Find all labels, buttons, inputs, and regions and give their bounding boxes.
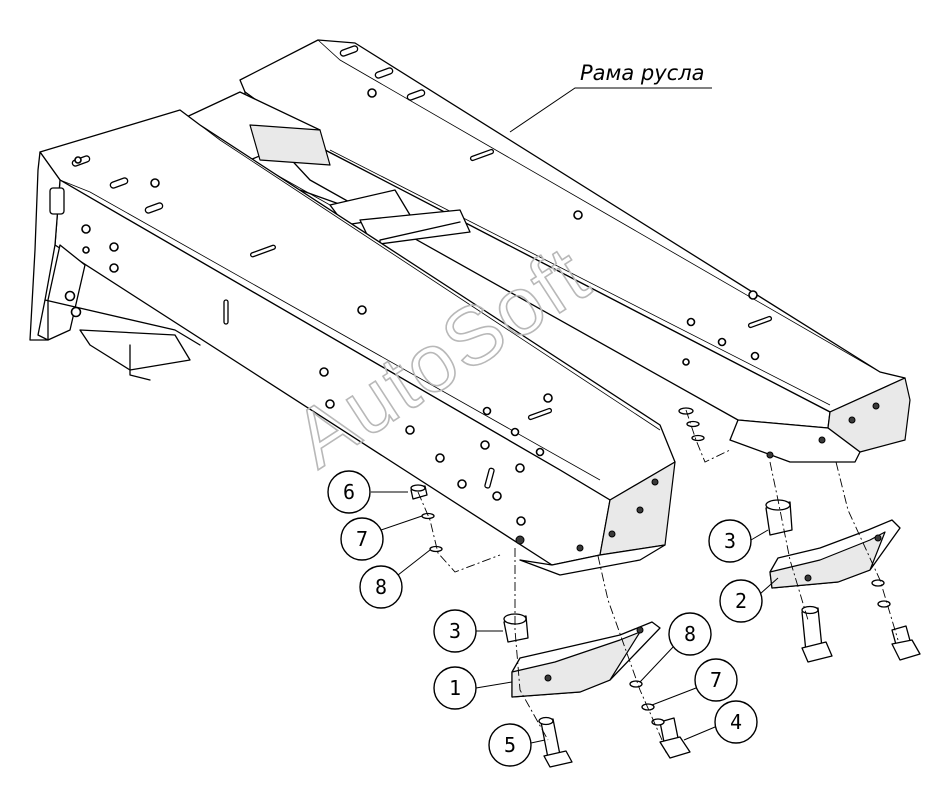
callout-3a: 3 [708, 519, 769, 563]
callout-5-number: 5 [504, 733, 516, 757]
cross-members [179, 91, 471, 263]
callout-8b-number: 8 [684, 622, 696, 646]
callout-1: 1 [433, 666, 513, 710]
callout-7b: 7 [651, 658, 738, 706]
assembly-centerlines [417, 409, 899, 741]
callout-8a: 8 [359, 549, 431, 609]
callout-6: 6 [327, 470, 408, 514]
callout-7b-number: 7 [710, 668, 722, 692]
callout-2-number: 2 [735, 589, 747, 613]
bracket-2-assembly [678, 407, 921, 663]
left-rail [29, 109, 676, 576]
callout-3b-number: 3 [449, 619, 461, 643]
callout-4-number: 4 [730, 710, 742, 734]
right-rail [239, 39, 911, 463]
frame-title: Рама русла [580, 61, 705, 85]
callout-8a-number: 8 [375, 575, 387, 599]
callout-2: 2 [719, 577, 779, 623]
callout-5: 5 [488, 723, 546, 767]
callout-4: 4 [683, 700, 758, 744]
callout-7a: 7 [340, 515, 423, 561]
callout-7a-number: 7 [356, 527, 368, 551]
callout-3b: 3 [433, 609, 503, 653]
title-callout: Рама русла [509, 61, 712, 133]
callout-1-number: 1 [449, 676, 461, 700]
callout-3a-number: 3 [724, 529, 736, 553]
callout-6-number: 6 [343, 480, 355, 504]
callout-8b: 8 [639, 612, 712, 683]
